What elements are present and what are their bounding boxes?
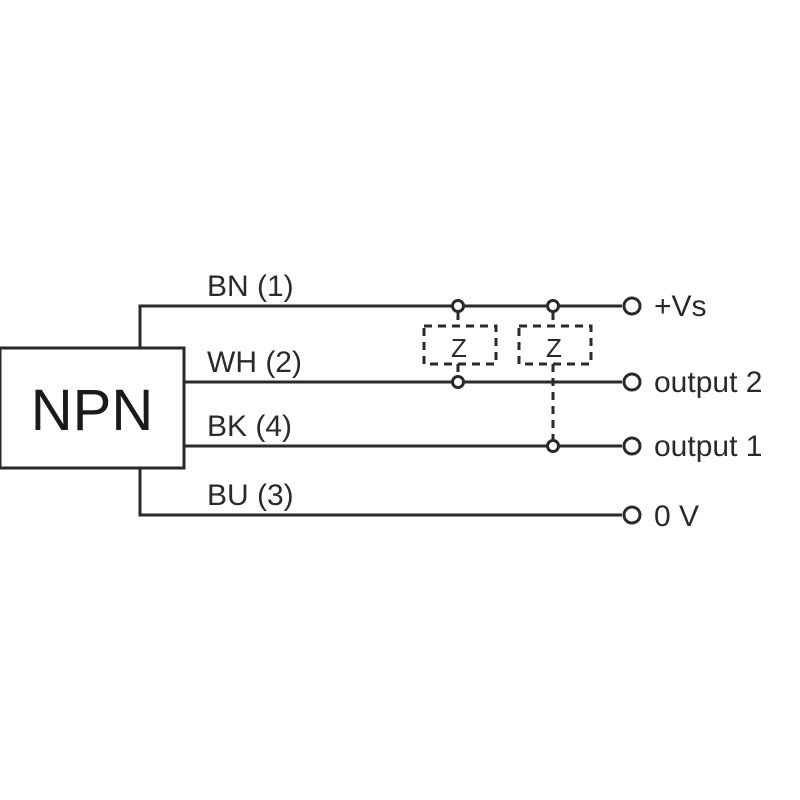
terminal-label-0v: 0 V <box>654 500 699 533</box>
wire-label-bu: BU (3) <box>207 479 294 512</box>
wire-label-bn: BN (1) <box>207 270 294 303</box>
junction-load-1-bottom <box>451 375 465 389</box>
junction-load-2-top <box>546 299 560 313</box>
load-2-box <box>517 324 593 366</box>
load-1-label: Z <box>451 333 467 363</box>
wire-label-wh: WH (2) <box>207 346 302 379</box>
sensor-type-label: NPN <box>31 378 153 443</box>
terminal-output-1 <box>622 436 642 456</box>
npn-sensor-box <box>0 346 186 470</box>
wire-bu <box>138 468 622 517</box>
terminal-0v <box>622 505 642 525</box>
wire-label-bk: BK (4) <box>207 410 292 443</box>
load-2: Z <box>517 299 593 453</box>
load-2-label: Z <box>546 333 562 363</box>
terminal-label-output-2: output 2 <box>654 366 762 399</box>
terminal-label-output-1: output 1 <box>654 430 762 463</box>
load-1-box <box>422 324 498 366</box>
load-1: Z <box>422 299 498 389</box>
terminal-label-vs: +Vs <box>654 290 707 323</box>
junction-load-1-top <box>451 299 465 313</box>
terminal-vs <box>622 296 642 316</box>
junction-load-2-bottom <box>546 439 560 453</box>
terminal-output-2 <box>622 372 642 392</box>
